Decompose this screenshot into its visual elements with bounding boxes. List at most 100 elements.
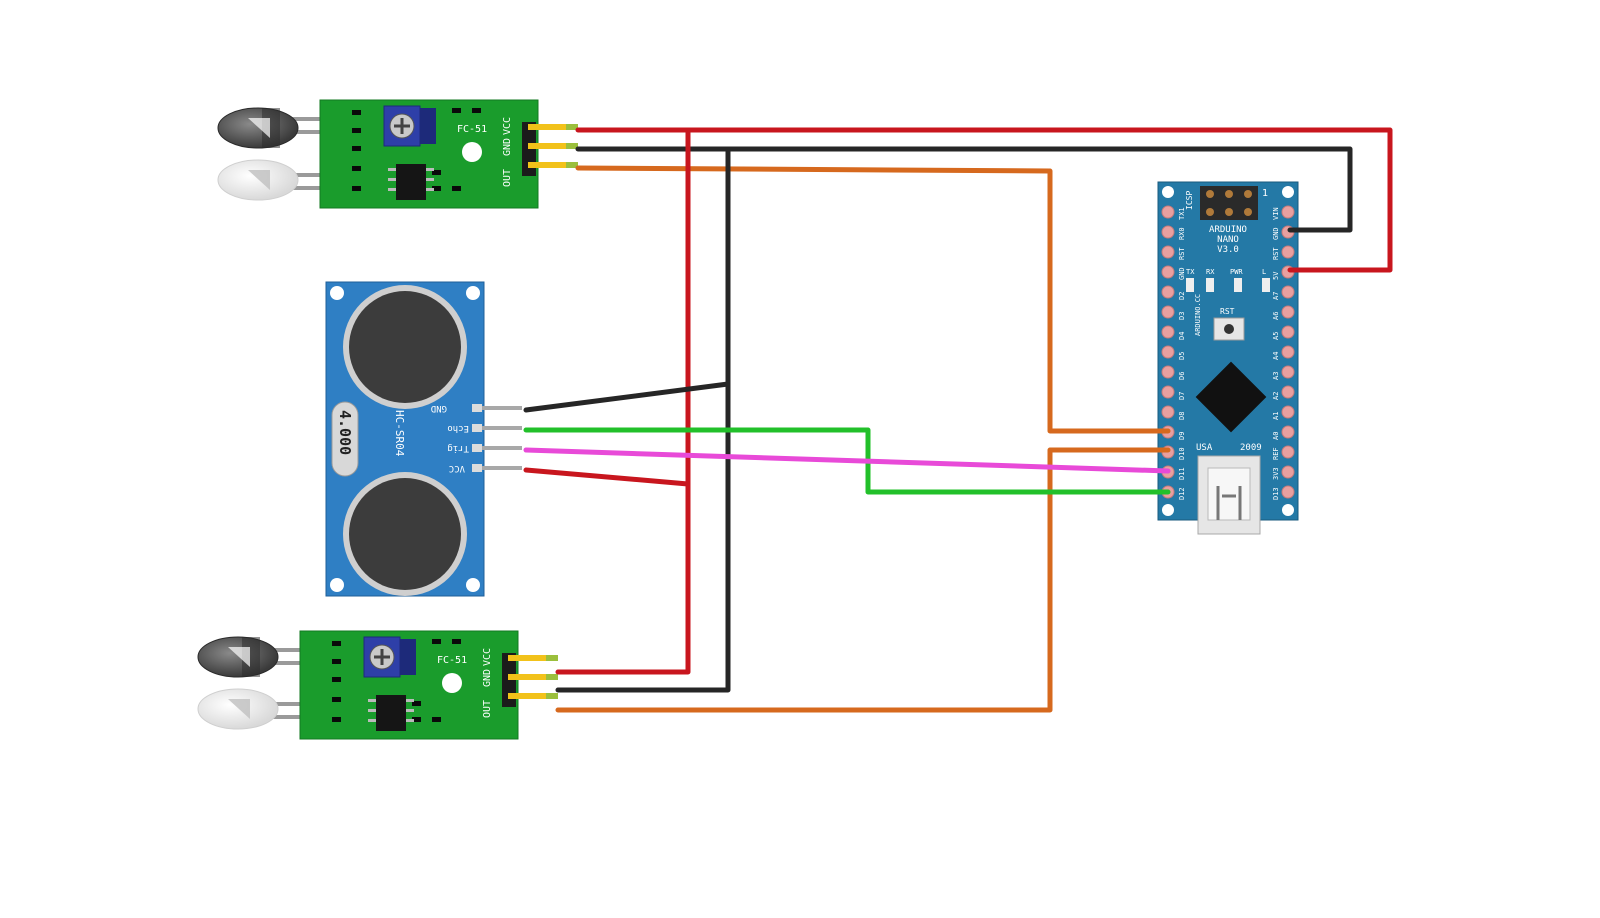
icsp-pin1-label: 1	[1262, 188, 1268, 199]
nano-pin-hole[interactable]	[1281, 365, 1295, 379]
nano-title-3: V3.0	[1217, 245, 1239, 255]
nano-pin-label: D8	[1178, 412, 1186, 420]
nano-pin-hole[interactable]	[1281, 445, 1295, 459]
ir-led-dark-icon	[197, 636, 310, 678]
nano-pin-hole[interactable]	[1281, 465, 1295, 479]
nano-pin-label: D10	[1178, 447, 1186, 460]
led-rx-label: RX	[1206, 268, 1215, 276]
nano-pin-hole[interactable]	[1161, 385, 1175, 399]
ir-pin-label-vcc: VCC	[482, 648, 493, 666]
rst-button-label: RST	[1220, 307, 1235, 316]
nano-pin-label: D9	[1178, 432, 1186, 440]
ir-pin-header[interactable]	[502, 653, 558, 707]
nano-pin-label: GND	[1272, 227, 1280, 240]
potentiometer-icon	[383, 105, 436, 147]
transducer-top-icon	[343, 285, 467, 409]
led-pwr-label: PWR	[1230, 268, 1243, 276]
wire-orange-ir-bottom-out[interactable]	[555, 447, 1171, 713]
nano-pin-hole[interactable]	[1281, 405, 1295, 419]
nano-pin-hole[interactable]	[1161, 405, 1175, 419]
usb-port-icon[interactable]	[1197, 455, 1261, 535]
nano-pin-label: D3	[1178, 312, 1186, 320]
hc-pin-vcc: VCC	[449, 463, 465, 473]
ir-sensor-top: FC-51 OUT GND VCC	[217, 99, 578, 209]
nano-pin-hole[interactable]	[1161, 365, 1175, 379]
nano-pin-label: REF	[1272, 447, 1280, 460]
nano-pin-label: D13	[1272, 487, 1280, 500]
nano-pin-hole[interactable]	[1281, 305, 1295, 319]
wire-red-rail[interactable]	[555, 127, 691, 675]
nano-pin-label: VIN	[1272, 207, 1280, 220]
hc-pin-header[interactable]	[472, 404, 522, 472]
ir-sensor-bottom: FC-51 OUT GND VCC	[197, 630, 558, 740]
nano-pin-hole[interactable]	[1161, 285, 1175, 299]
ir-led-clear-icon	[197, 688, 310, 730]
wire-pink-hc-trig[interactable]	[523, 447, 1171, 474]
nano-pin-label: A4	[1272, 352, 1280, 360]
hc-pin-echo: Echo	[447, 423, 469, 433]
nano-pin-hole[interactable]	[1161, 205, 1175, 219]
ir-led-dark-icon	[217, 107, 330, 149]
nano-pin-label: 3V3	[1272, 467, 1280, 480]
ir-pin-header[interactable]	[522, 122, 578, 176]
led-l-label: L	[1262, 268, 1266, 276]
nano-pin-hole[interactable]	[1281, 205, 1295, 219]
ir-model-label: FC-51	[437, 655, 467, 666]
ir-pin-label-gnd: GND	[482, 669, 493, 687]
mounting-hole	[462, 142, 482, 162]
maker-label: ARDUINO.CC	[1194, 294, 1202, 336]
nano-pin-hole[interactable]	[1281, 385, 1295, 399]
ir-pin-label-out: OUT	[502, 169, 513, 187]
nano-pin-hole[interactable]	[1161, 305, 1175, 319]
wire-orange-ir-top-out[interactable]	[575, 165, 1171, 434]
nano-pin-hole[interactable]	[1161, 265, 1175, 279]
nano-pin-hole[interactable]	[1161, 245, 1175, 259]
nano-pin-label: A0	[1272, 432, 1280, 440]
country-label: USA	[1196, 443, 1213, 453]
wire-black-ir-top-gnd[interactable]	[575, 146, 1353, 233]
wire-red-hc-vcc[interactable]	[523, 467, 691, 487]
wires	[523, 127, 1393, 713]
ir-pin-label-out: OUT	[482, 700, 493, 718]
nano-pin-label: RX0	[1178, 227, 1186, 240]
nano-pin-label: D11	[1178, 467, 1186, 480]
nano-pin-hole[interactable]	[1281, 345, 1295, 359]
wire-black-hc-gnd[interactable]	[523, 381, 731, 413]
nano-pin-hole[interactable]	[1281, 425, 1295, 439]
arduino-nano: ICSP 1 ARDUINO NANO V3.0 TX RX PWR L ARD…	[1157, 181, 1299, 535]
potentiometer-icon	[363, 636, 416, 678]
nano-pin-label: GND	[1178, 267, 1186, 280]
comparator-chip-icon	[368, 695, 414, 731]
nano-pin-hole[interactable]	[1281, 325, 1295, 339]
nano-pin-hole[interactable]	[1281, 245, 1295, 259]
nano-pin-hole[interactable]	[1161, 325, 1175, 339]
ir-pin-label-gnd: GND	[502, 138, 513, 156]
wire-red-ir-top-vcc[interactable]	[575, 127, 1393, 273]
nano-pin-label: D5	[1178, 352, 1186, 360]
mounting-hole	[442, 673, 462, 693]
nano-pin-hole[interactable]	[1161, 225, 1175, 239]
wire-black-rail[interactable]	[555, 146, 731, 693]
nano-pin-label: RST	[1272, 247, 1280, 260]
led-tx-label: TX	[1186, 268, 1195, 276]
nano-pin-label: A6	[1272, 312, 1280, 320]
nano-pin-hole[interactable]	[1161, 345, 1175, 359]
nano-pin-label: D12	[1178, 487, 1186, 500]
icsp-header-icon	[1200, 186, 1258, 220]
crystal-oscillator-icon: 4.000	[331, 401, 359, 477]
reset-button[interactable]	[1213, 317, 1245, 341]
nano-pin-label: D2	[1178, 292, 1186, 300]
crystal-label: 4.000	[336, 410, 354, 455]
nano-pin-label: 5V	[1272, 271, 1280, 280]
nano-title-1: ARDUINO	[1209, 225, 1247, 235]
nano-pin-hole[interactable]	[1281, 485, 1295, 499]
nano-pin-label: A5	[1272, 332, 1280, 340]
nano-pin-hole[interactable]	[1281, 285, 1295, 299]
ultrasonic-sensor: 4.000 HC-SR04 GND Echo Trig VCC	[325, 281, 522, 597]
nano-pin-label: RST	[1178, 247, 1186, 260]
ir-led-clear-icon	[217, 159, 330, 201]
hc-model-label: HC-SR04	[393, 410, 406, 457]
nano-pin-label: D7	[1178, 392, 1186, 400]
